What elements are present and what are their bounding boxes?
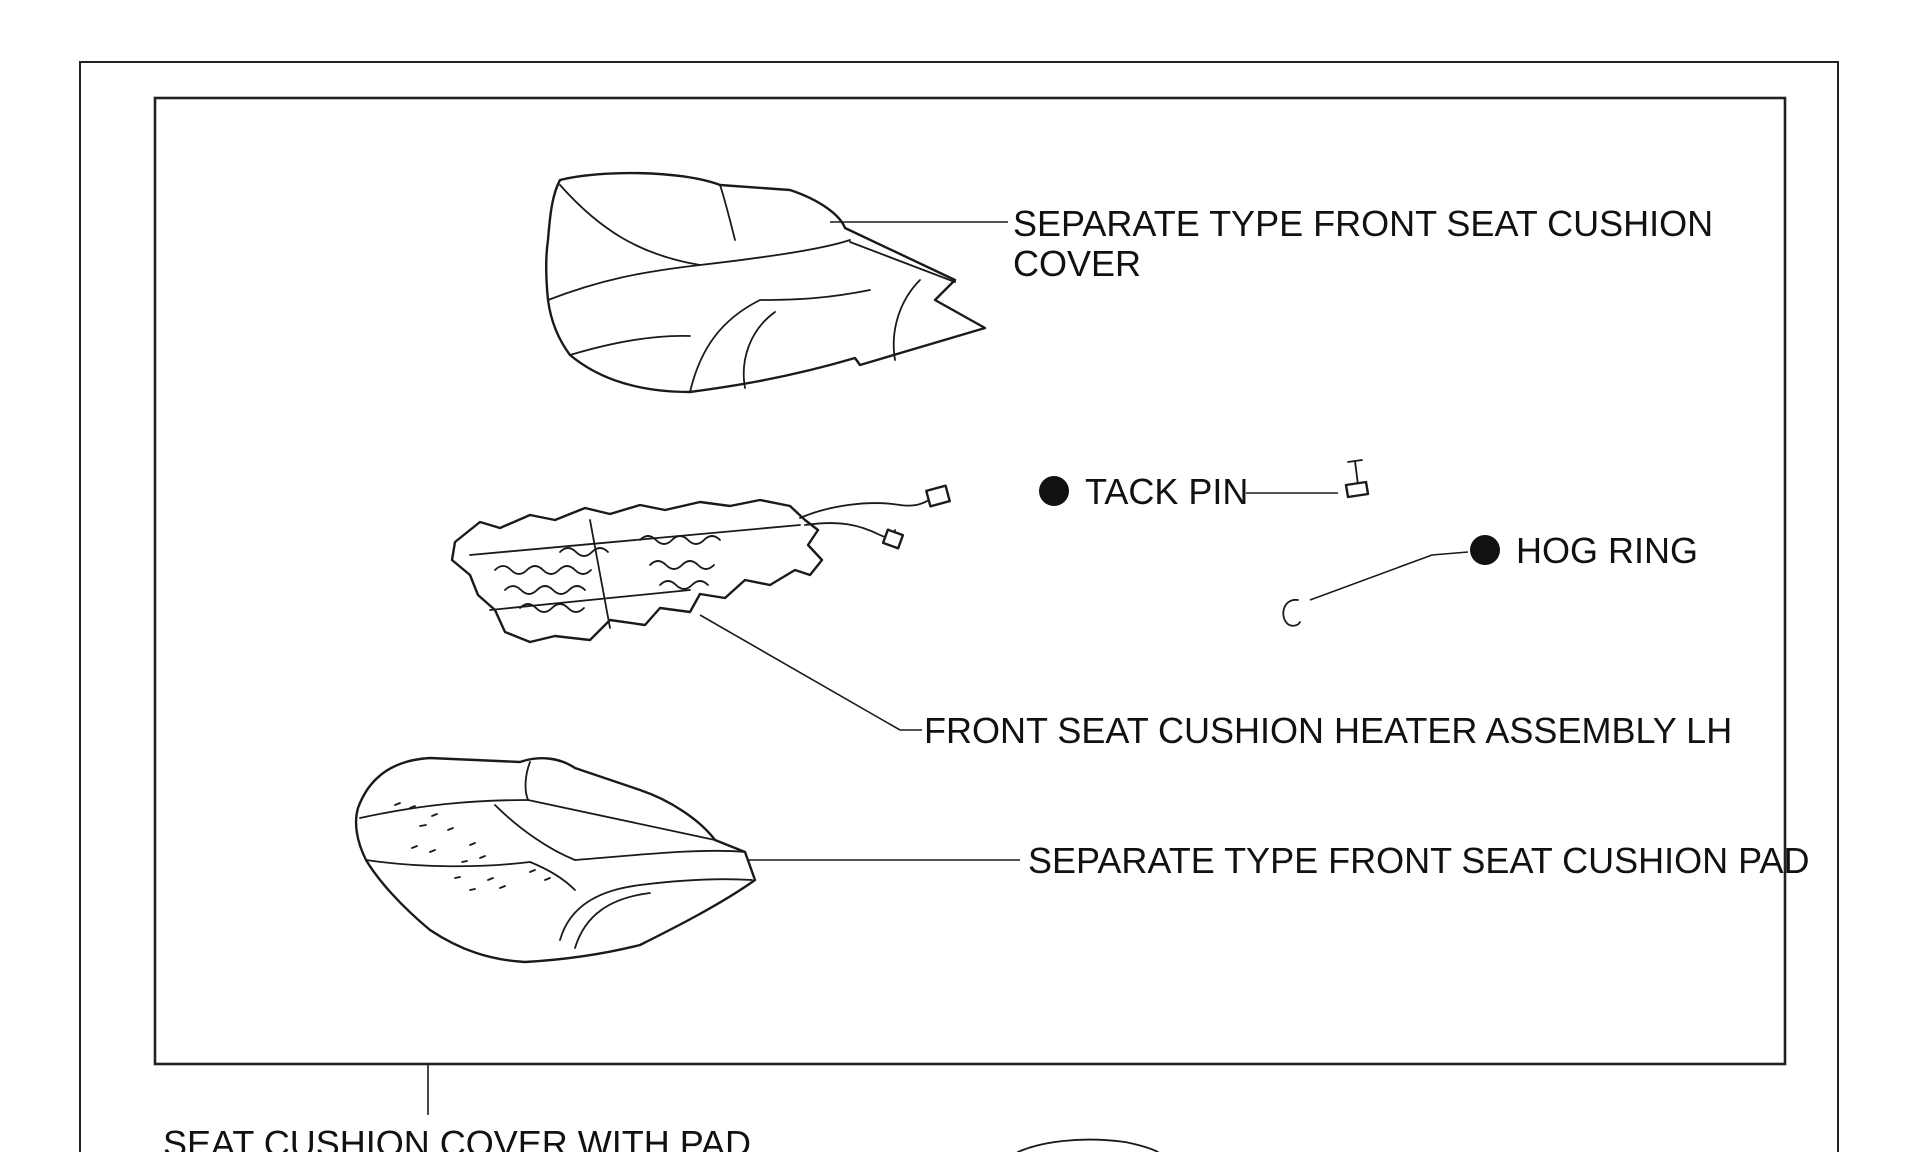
pad-clip-points — [394, 802, 551, 891]
illustration-frame — [153, 96, 1787, 1066]
tack-pin-bullet — [1039, 476, 1069, 506]
heater-connector-1 — [925, 484, 951, 508]
label-hog-ring: HOG RING — [1516, 530, 1698, 571]
label-heater-assembly: FRONT SEAT CUSHION HEATER ASSEMBLY LH — [924, 710, 1732, 751]
outer-frame — [79, 61, 1839, 1152]
heater-assembly-illustration — [450, 484, 951, 644]
label-cushion-cover-line2: COVER — [1013, 243, 1141, 284]
detail-callout-circle-partial — [1017, 1138, 1159, 1153]
seat-cushion-cover-illustration — [544, 171, 987, 394]
heater-wire-pattern — [494, 535, 721, 613]
label-tack-pin: TACK PIN — [1085, 471, 1248, 512]
seat-cushion-pad-illustration — [354, 756, 757, 964]
leader-heater-assembly — [699, 614, 922, 731]
leader-hog-ring — [1309, 551, 1469, 601]
label-cover-with-pad: SEAT CUSHION COVER WITH PAD — [163, 1123, 751, 1152]
hog-ring-illustration — [1282, 599, 1301, 627]
hog-ring-bullet — [1470, 535, 1500, 565]
label-cushion-cover-line1: SEPARATE TYPE FRONT SEAT CUSHION — [1013, 203, 1713, 244]
tack-pin-illustration — [1344, 459, 1370, 499]
label-cushion-pad: SEPARATE TYPE FRONT SEAT CUSHION PAD — [1028, 840, 1810, 881]
heater-connector-2 — [881, 528, 905, 550]
